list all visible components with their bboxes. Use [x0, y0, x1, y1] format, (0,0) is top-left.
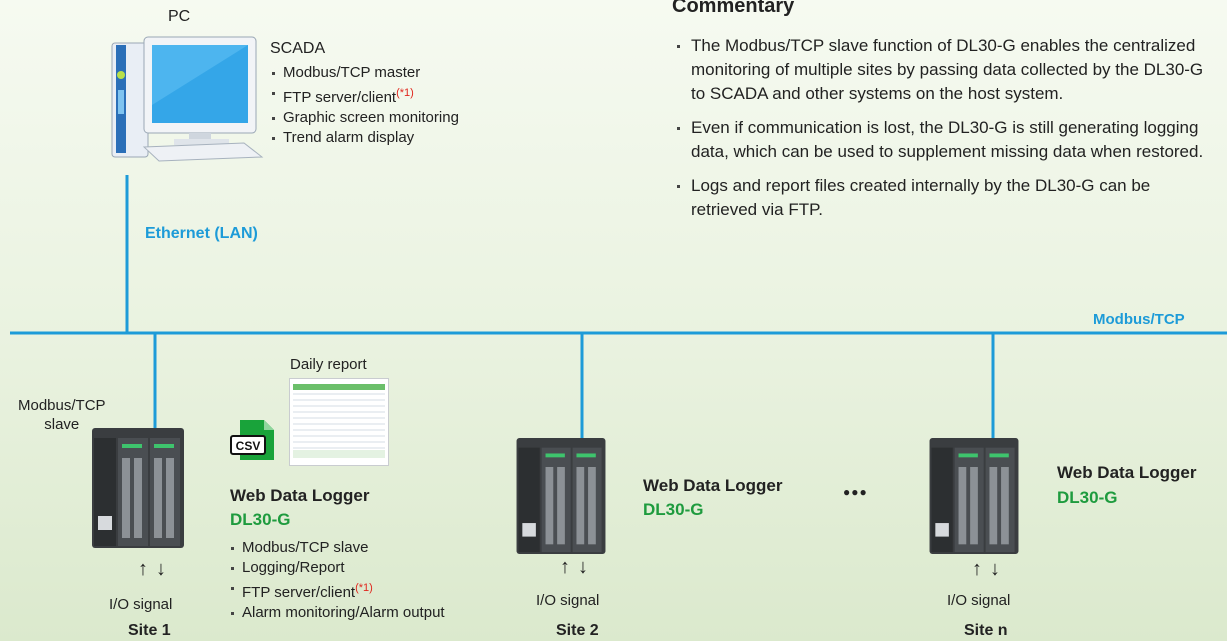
list-item: The Modbus/TCP slave function of DL30-G … — [677, 34, 1217, 106]
footnote-mark: (*1) — [355, 582, 373, 594]
site2-logger-device-icon — [516, 438, 606, 554]
commentary-title: Commentary — [672, 0, 795, 17]
io-arrows-icon: ↑↓ — [560, 556, 596, 578]
site2-io-label: I/O signal — [536, 592, 600, 609]
site1-model: DL30-G — [230, 510, 291, 529]
modbus-label: Modbus/TCP — [1093, 311, 1185, 328]
ellipsis-dots: ●●● — [843, 485, 868, 499]
footnote-mark: (*1) — [396, 87, 414, 99]
pc-label: PC — [168, 8, 191, 25]
list-item: Graphic screen monitoring — [272, 108, 459, 128]
desktop-computer-icon — [111, 36, 264, 162]
site1-logger-device-icon — [92, 428, 184, 548]
csv-file-icon: CSV — [230, 420, 274, 460]
list-item: Logging/Report — [231, 558, 445, 578]
site2-label: Site 2 — [556, 622, 599, 639]
site1-product-name: Web Data Logger — [230, 486, 370, 505]
commentary-list: The Modbus/TCP slave function of DL30-G … — [677, 34, 1217, 232]
site1-io-label: I/O signal — [109, 596, 173, 613]
siten-model: DL30-G — [1057, 488, 1118, 507]
list-item: Alarm monitoring/Alarm output — [231, 603, 445, 623]
modbus-slave-label: Modbus/TCP slave — [18, 397, 106, 433]
daily-report-label: Daily report — [290, 356, 367, 373]
siten-product-name: Web Data Logger — [1057, 463, 1197, 482]
siten-label: Site n — [964, 622, 1008, 639]
list-item: FTP server/client(*1) — [231, 578, 445, 603]
site2-product-name: Web Data Logger — [643, 476, 783, 495]
scada-feature-list: Modbus/TCP master FTP server/client(*1) … — [272, 63, 459, 148]
list-item: Even if communication is lost, the DL30-… — [677, 116, 1217, 164]
list-item: FTP server/client(*1) — [272, 83, 459, 108]
siten-logger-device-icon — [929, 438, 1019, 554]
io-arrows-icon: ↑↓ — [138, 558, 174, 580]
ethernet-label: Ethernet (LAN) — [145, 225, 258, 242]
list-item: Logs and report files created internally… — [677, 174, 1217, 222]
site2-model: DL30-G — [643, 500, 704, 519]
siten-io-label: I/O signal — [947, 592, 1011, 609]
site1-label: Site 1 — [128, 622, 171, 639]
list-item: Modbus/TCP slave — [231, 538, 445, 558]
site1-feature-list: Modbus/TCP slave Logging/Report FTP serv… — [231, 538, 445, 623]
list-item: Trend alarm display — [272, 128, 459, 148]
csv-text: CSV — [236, 439, 261, 453]
io-arrows-icon: ↑↓ — [972, 558, 1008, 580]
list-item: Modbus/TCP master — [272, 63, 459, 83]
report-thumbnail-icon — [289, 378, 389, 466]
scada-title: SCADA — [270, 40, 326, 57]
